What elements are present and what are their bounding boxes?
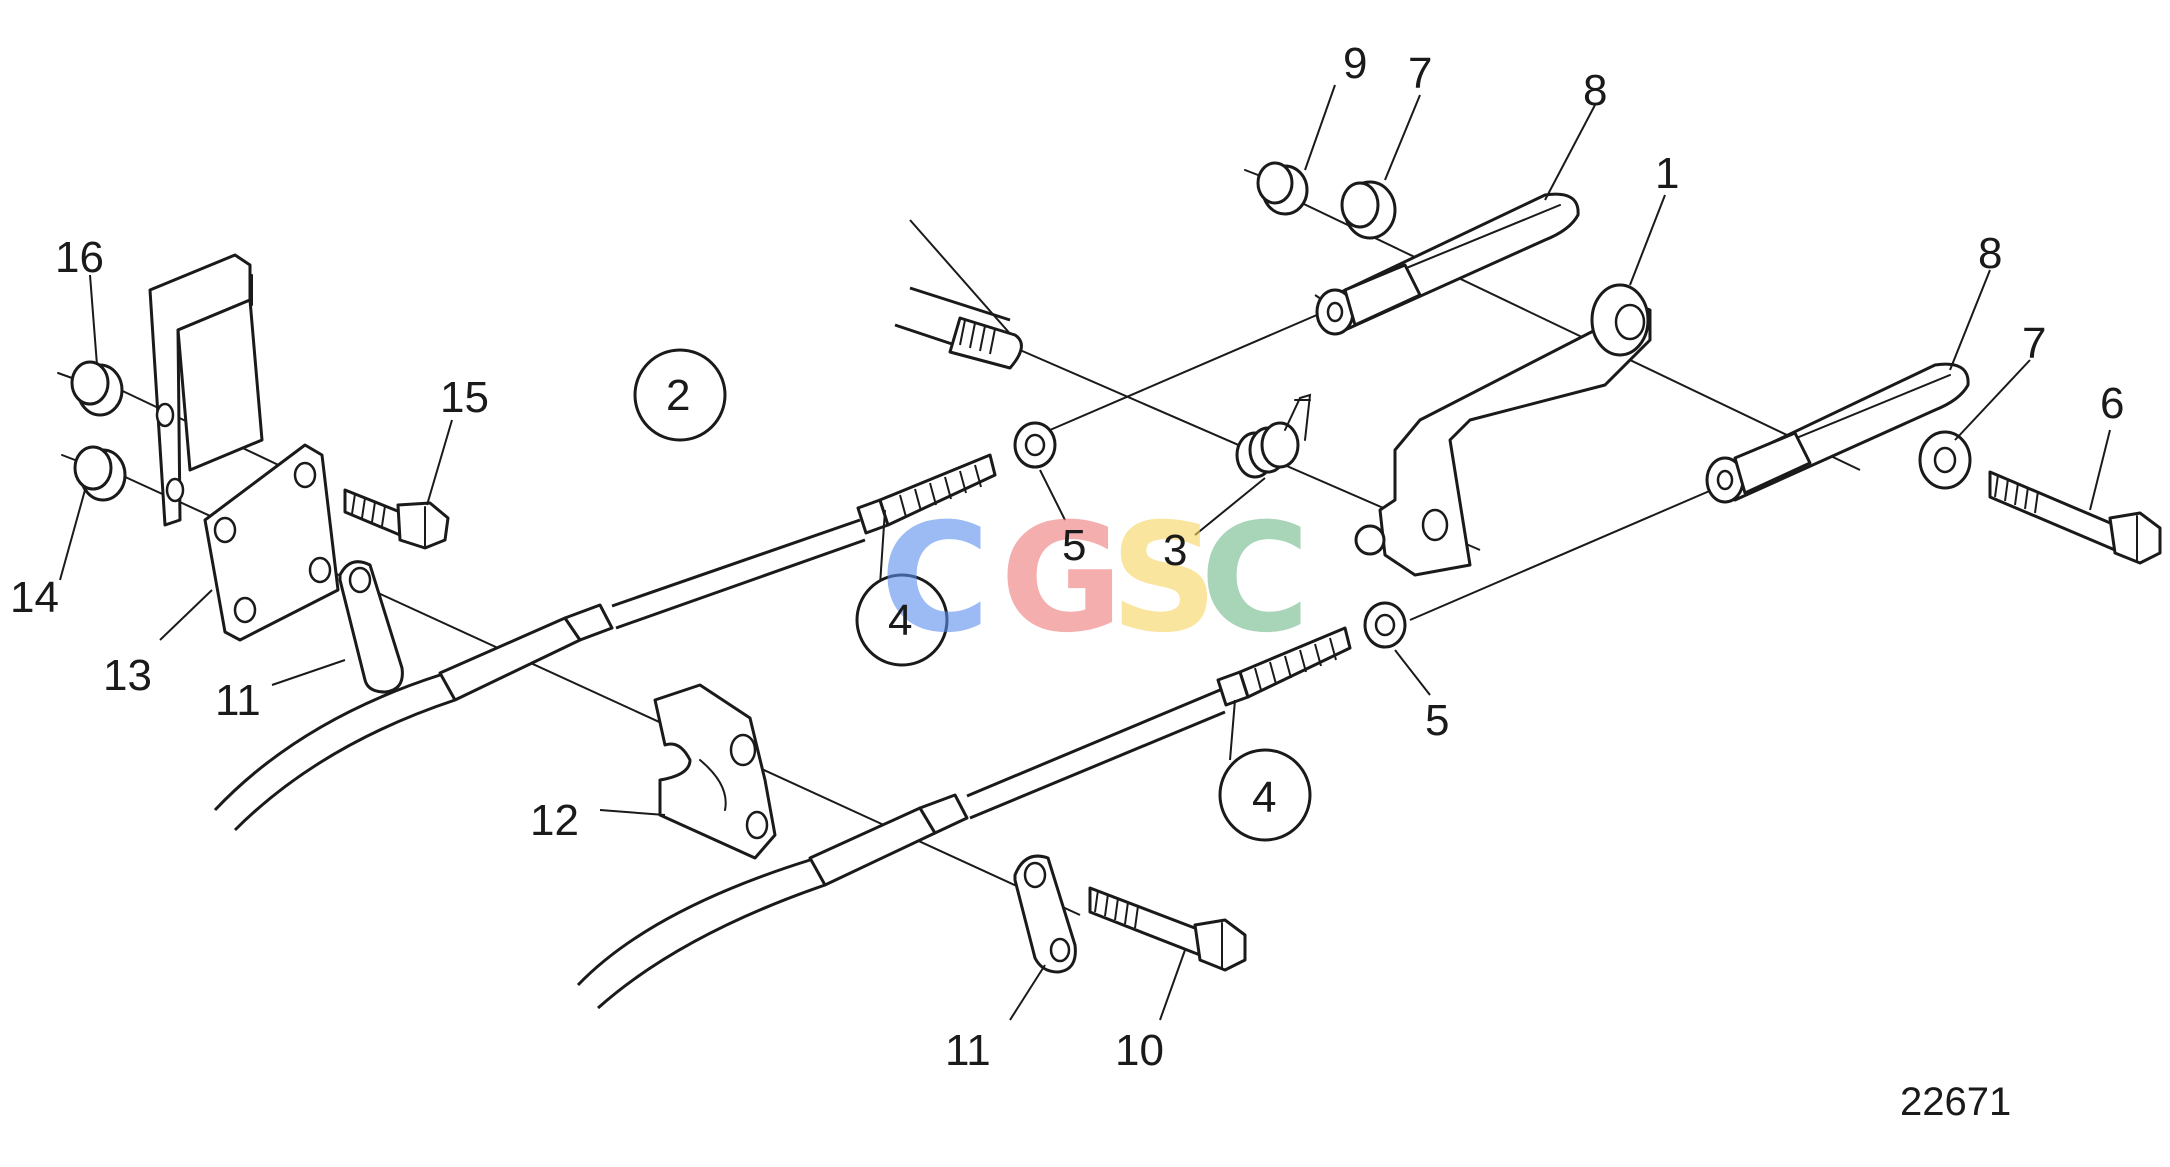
callout-1: 1 <box>1655 149 1679 198</box>
watermark-letter-g: G <box>1000 492 1123 666</box>
bolt-part-15 <box>343 488 450 550</box>
callout-5-upper: 5 <box>1062 521 1086 570</box>
callout-16: 16 <box>55 233 104 282</box>
callout-7-lower: 7 <box>2022 319 2046 368</box>
bolt-part-6 <box>1988 470 2162 565</box>
callout-5-lower: 5 <box>1425 696 1449 745</box>
plate-part-13 <box>203 443 340 642</box>
washer-part-7-lower <box>1918 430 1972 490</box>
leader-lines <box>59 84 2111 1021</box>
callout-10: 10 <box>1115 1026 1164 1075</box>
callout-4-lower: 4 <box>1252 773 1276 822</box>
callout-8-upper: 8 <box>1583 66 1607 115</box>
callout-9: 9 <box>1343 39 1367 88</box>
nut-part-16 <box>57 360 124 417</box>
callout-3: 3 <box>1163 526 1187 575</box>
callout-7-upper: 7 <box>1408 49 1432 98</box>
shaft <box>894 286 1023 370</box>
nut-part-14 <box>61 445 127 502</box>
watermark-letter-c2: C <box>1200 492 1310 666</box>
callout-6: 6 <box>2100 379 2124 428</box>
callout-11-upper: 11 <box>215 676 261 725</box>
bolt-part-10 <box>1088 886 1247 972</box>
callout-2: 2 <box>666 371 690 420</box>
cable-part-4-lower <box>576 626 1352 1010</box>
nut-part-9 <box>1244 161 1309 216</box>
mounting-bracket <box>148 253 264 527</box>
callout-14: 14 <box>10 573 59 622</box>
watermark: C G S C <box>880 492 1310 666</box>
callout-11-lower: 11 <box>945 1026 991 1075</box>
guide-part-8-lower <box>1705 362 1970 504</box>
drawing-reference-number: 22671 <box>1900 1080 2011 1124</box>
clamp-part-12 <box>653 683 777 860</box>
washer-part-7-upper <box>1340 180 1397 240</box>
spring-part-3 <box>1235 393 1312 479</box>
watermark-letter-c1: C <box>880 492 990 666</box>
callout-8-lower: 8 <box>1978 229 2002 278</box>
callout-15: 15 <box>440 373 489 422</box>
watermark-letter-s: S <box>1110 492 1218 666</box>
nut-part-5-upper <box>1013 421 1057 469</box>
guide-part-8-upper <box>1315 192 1580 336</box>
callout-13: 13 <box>103 651 152 700</box>
callout-4-upper: 4 <box>888 596 912 645</box>
link-part-11-lower <box>1013 854 1077 974</box>
part-labels: 1 2 3 4 4 5 5 6 7 7 8 8 9 10 11 11 12 13… <box>10 39 2124 1075</box>
lever-part-1 <box>1354 283 1652 577</box>
callout-12: 12 <box>530 796 579 845</box>
circled-callouts <box>633 348 1312 842</box>
link-part-11-upper <box>338 560 404 694</box>
nut-part-5-lower <box>1363 601 1407 649</box>
